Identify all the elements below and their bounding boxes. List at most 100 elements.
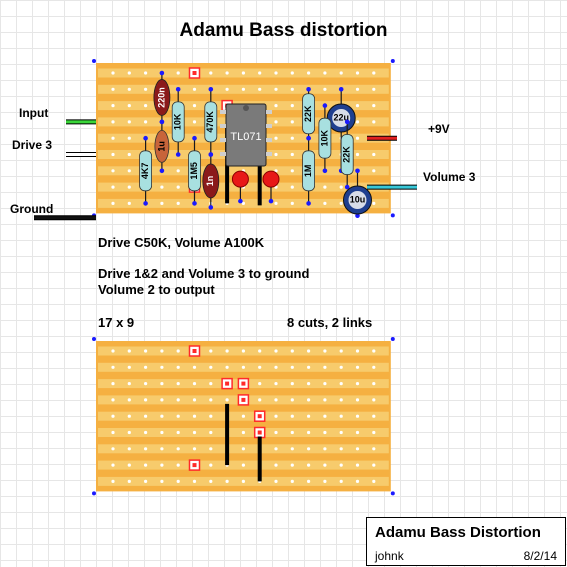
hole xyxy=(176,382,180,386)
hole xyxy=(307,447,311,451)
hole xyxy=(258,87,262,91)
hole xyxy=(339,349,343,353)
hole xyxy=(339,398,343,402)
resistor-body xyxy=(302,93,316,135)
solder-point xyxy=(208,87,214,92)
hole xyxy=(241,87,245,91)
hole xyxy=(355,87,360,91)
hole xyxy=(127,152,131,157)
track-cut-center xyxy=(192,463,197,468)
corner-marker xyxy=(390,213,395,218)
hole xyxy=(160,398,164,402)
title-block-title: Adamu Bass Distortion xyxy=(375,524,541,541)
hole xyxy=(160,349,164,353)
hole xyxy=(225,479,229,483)
hole xyxy=(241,463,245,467)
note-wiring-1: Drive 1&2 and Volume 3 to ground xyxy=(98,266,310,281)
hole xyxy=(339,430,343,435)
hole xyxy=(176,479,180,483)
hole xyxy=(307,71,311,75)
solder-point xyxy=(192,135,197,141)
track-cut-center xyxy=(192,349,197,353)
title-block-date: 8/2/14 xyxy=(523,549,557,563)
hole xyxy=(111,398,115,402)
solder-point xyxy=(344,184,350,190)
note-cuts-links: 8 cuts, 2 links xyxy=(287,315,373,330)
hole xyxy=(176,398,180,402)
resistor-value-r_470k: 470K xyxy=(205,111,215,133)
hole xyxy=(355,479,360,483)
hole xyxy=(111,104,115,108)
label-plus9v: +9V xyxy=(428,122,450,136)
capacitor-value-c_22u: 22u xyxy=(333,112,349,122)
hole xyxy=(274,414,278,418)
hole xyxy=(290,120,294,124)
hole xyxy=(355,447,360,451)
corner-marker xyxy=(92,59,96,63)
track-cut-center xyxy=(257,430,262,435)
resistor-value-r_4k7: 4K7 xyxy=(140,163,150,180)
hole xyxy=(111,463,115,467)
hole xyxy=(144,349,148,353)
hole xyxy=(339,185,343,189)
hole xyxy=(176,71,180,75)
hole xyxy=(241,414,245,418)
hole xyxy=(355,349,360,353)
hole xyxy=(144,120,148,124)
hole xyxy=(209,447,213,451)
hole xyxy=(372,87,376,91)
hole xyxy=(274,447,278,451)
hole xyxy=(111,349,115,353)
hole xyxy=(209,71,213,75)
track-cut-center xyxy=(241,397,246,402)
hole xyxy=(339,71,343,75)
resistor-body xyxy=(171,101,185,143)
corner-marker xyxy=(390,491,395,496)
hole xyxy=(339,479,343,483)
hole xyxy=(355,365,360,369)
hole xyxy=(372,349,376,353)
hole xyxy=(355,136,360,140)
resistor-value-r_10k_b: 10K xyxy=(319,129,329,146)
hole xyxy=(111,120,115,124)
hole xyxy=(339,201,343,205)
hole xyxy=(355,382,360,386)
hole xyxy=(144,447,148,451)
solder-point xyxy=(143,201,148,206)
hole xyxy=(258,382,262,386)
hole xyxy=(209,463,213,467)
hole xyxy=(323,398,327,402)
hole xyxy=(290,414,294,418)
hole xyxy=(144,87,148,91)
hole xyxy=(241,447,245,451)
label-ground: Ground xyxy=(10,202,54,216)
hole xyxy=(355,152,360,157)
hole xyxy=(192,414,197,418)
hole xyxy=(127,430,131,435)
title-block: Adamu Bass Distortion johnk 8/2/14 xyxy=(366,517,566,566)
hole xyxy=(209,365,213,369)
resistor-body xyxy=(188,150,201,192)
hole xyxy=(192,447,197,451)
hole xyxy=(323,365,327,369)
hole xyxy=(355,414,360,418)
hole xyxy=(274,365,278,369)
hole xyxy=(307,414,311,418)
hole xyxy=(258,71,262,75)
solder-point xyxy=(143,135,148,141)
hole xyxy=(323,201,327,205)
resistor-value-r_22k_b: 22K xyxy=(342,146,352,163)
resistor-body xyxy=(139,150,153,192)
hole xyxy=(339,365,343,369)
hole xyxy=(127,201,131,205)
hole xyxy=(372,120,376,124)
hole xyxy=(323,430,327,435)
hole xyxy=(111,365,115,369)
hole xyxy=(323,414,327,418)
hole xyxy=(241,479,245,483)
hole xyxy=(127,185,131,189)
corner-marker xyxy=(92,491,96,496)
hole xyxy=(290,479,294,483)
ic-pin xyxy=(266,110,272,114)
hole xyxy=(372,201,376,205)
